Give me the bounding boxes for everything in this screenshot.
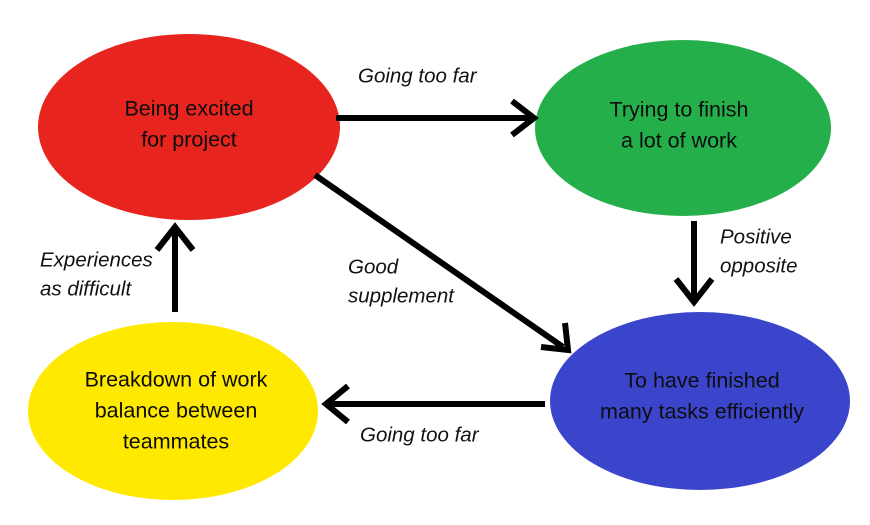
node-ellipse-yellow[interactable]	[28, 322, 318, 500]
node-label-line: a lot of work	[621, 129, 737, 153]
node-ellipse-red[interactable]	[38, 34, 340, 220]
edge-label-supplement: supplement	[348, 284, 455, 307]
arrowhead-up-icon	[154, 222, 196, 252]
edge-label-experiences: Experiences	[40, 248, 153, 271]
node-label-line: Trying to finish	[609, 98, 748, 122]
arrowhead-left-icon	[321, 383, 350, 425]
node-label-line: teammates	[123, 430, 229, 454]
arrowhead-right-icon	[510, 98, 539, 138]
edge-line-diagonal	[313, 172, 565, 350]
edge-trying-to-finished[interactable]: Positive opposite	[673, 221, 798, 307]
node-label-line: Breakdown of work	[85, 368, 268, 392]
edge-label-good: Good	[348, 255, 399, 278]
node-being-excited-for-project[interactable]: Being excited for project	[38, 34, 340, 220]
node-ellipse-blue[interactable]	[550, 312, 850, 490]
edge-label-going-too-far-bottom: Going too far	[360, 423, 480, 446]
arrowhead-down-icon	[673, 277, 715, 307]
edge-excited-to-trying[interactable]: Going too far	[336, 64, 539, 138]
node-breakdown-of-work-balance[interactable]: Breakdown of work balance between teamma…	[28, 322, 318, 500]
node-to-have-finished-many-tasks[interactable]: To have finished many tasks efficiently	[550, 312, 850, 490]
edge-excited-to-finished[interactable]: Good supplement	[313, 172, 572, 354]
node-label-line: for project	[141, 128, 237, 152]
edge-label-opposite: opposite	[720, 254, 798, 277]
node-label-line: balance between	[95, 399, 258, 423]
node-label-line: To have finished	[624, 369, 779, 393]
edge-label-going-too-far-top: Going too far	[358, 64, 478, 87]
arrowhead-diagonal-icon	[540, 322, 572, 354]
edge-finished-to-breakdown[interactable]: Going too far	[321, 383, 545, 446]
node-trying-to-finish-a-lot-of-work[interactable]: Trying to finish a lot of work	[535, 40, 831, 216]
edge-label-as-difficult: as difficult	[40, 277, 132, 300]
edge-label-positive: Positive	[720, 225, 792, 248]
edge-breakdown-to-excited[interactable]: Experiences as difficult	[40, 222, 196, 312]
node-label-line: Being excited	[124, 97, 253, 121]
node-ellipse-green[interactable]	[535, 40, 831, 216]
node-label-line: many tasks efficiently	[600, 400, 804, 424]
